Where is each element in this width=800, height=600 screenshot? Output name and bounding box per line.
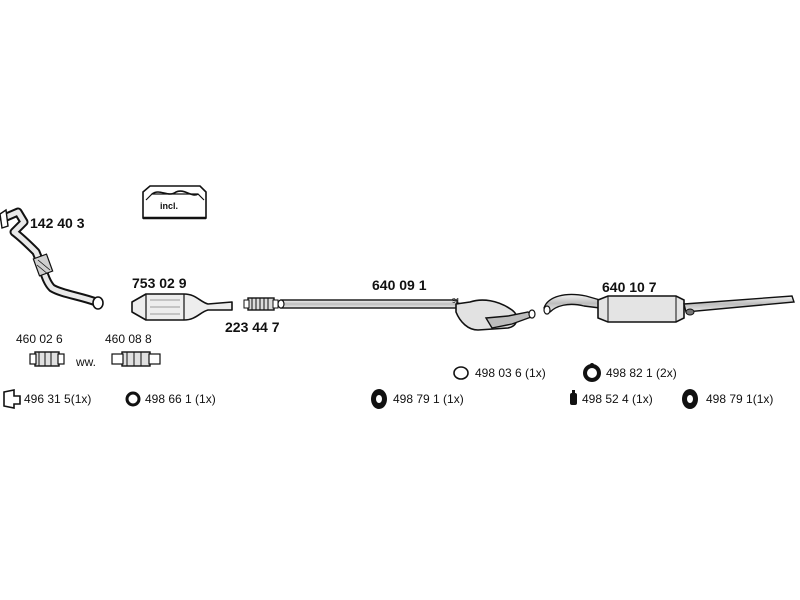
part-label-clamp-2: 460 08 8 [105,332,152,346]
rubber-buffer-icon [570,390,577,405]
part-label-front-pipe: 142 40 3 [30,215,85,231]
accessory-label-4: 498 03 6 (1x) [475,366,546,380]
rear-silencer-icon [543,293,795,323]
accessory-label-1: 496 31 5(1x) [24,392,92,406]
clamp-icon [29,351,65,367]
flex-joint-icon [243,297,279,311]
clamp-icon [111,351,161,367]
middle-silencer-icon [277,299,536,331]
rubber-hanger-icon [583,363,601,382]
pipe-mark-label: 91 [452,298,460,305]
rubber-hanger-icon [682,389,698,409]
front-pipe-icon [0,207,104,310]
catalytic-converter-icon [131,293,233,321]
accessory-label-3: 498 79 1 (1x) [393,392,464,406]
part-label-flex-joint: 223 44 7 [225,319,280,335]
rubber-hanger-icon [371,389,387,409]
rubber-ring-icon [453,366,469,380]
accessory-label-7: 498 79 1(1x) [706,392,774,406]
part-label-clamp-1: 460 02 6 [16,332,63,346]
part-label-catalytic-converter: 753 02 9 [132,275,187,291]
accessory-label-6: 498 52 4 (1x) [582,392,653,406]
clamp-icon [3,389,21,409]
accessory-label-2: 498 66 1 (1x) [145,392,216,406]
rubber-ring-icon [125,391,141,407]
part-label-middle-silencer: 640 09 1 [372,277,427,293]
kit-incl-label: incl. [158,201,181,211]
accessory-label-5: 498 82 1 (2x) [606,366,677,380]
connector-label: ww. [76,355,97,369]
part-label-rear-silencer: 640 10 7 [602,279,657,295]
